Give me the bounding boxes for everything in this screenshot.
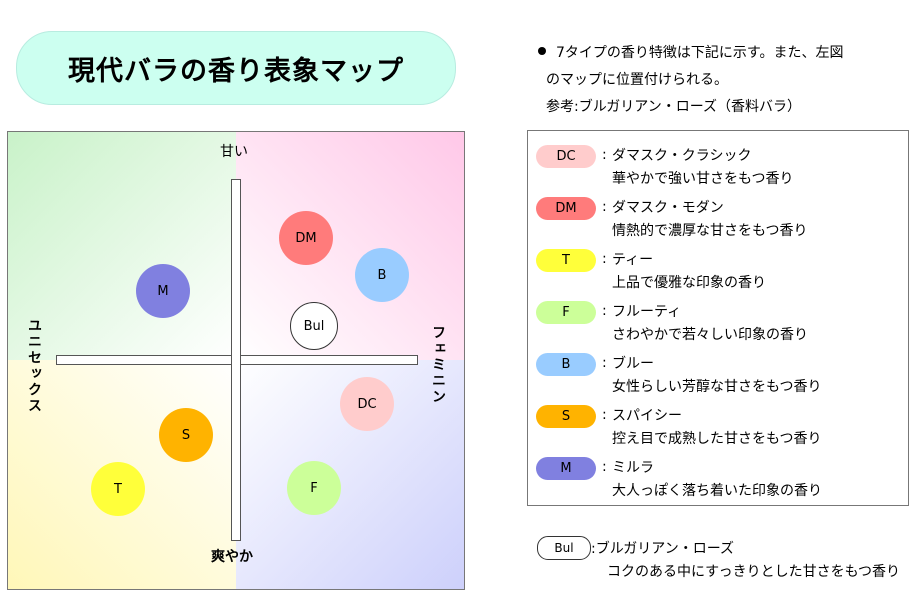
legend-colon: : [602,355,607,371]
legend-chip-bul: Bul [537,536,591,560]
point-s: S [159,408,213,462]
legend-colon: : [602,303,607,319]
intro-line-1: 7タイプの香り特徴は下記に示す。また、左図 [538,40,844,67]
legend-chip: DC [536,145,596,168]
axis-label-bottom: 爽やか [211,549,253,565]
quadrant-top-left [8,132,236,360]
point-dm: DM [279,211,333,265]
legend-chip: M [536,457,596,480]
legend-chip: S [536,405,596,428]
legend-name: スパイシー [612,408,682,424]
point-f: F [287,461,341,515]
intro-line-2: のマップに位置付けられる。 [546,72,728,88]
legend-name: ティー [612,252,654,268]
point-m: M [136,264,190,318]
legend-colon: : [602,199,607,215]
point-t: T [91,462,145,516]
legend-desc: 華やかで強い甘さをもつ香り [612,171,794,187]
legend-desc: 上品で優雅な印象の香り [612,275,766,291]
legend-name: フルーティ [612,304,682,320]
point-bul: Bul [290,302,338,350]
legend-chip: F [536,301,596,324]
intro-text: 7タイプの香り特徴は下記に示す。また、左図 のマップに位置付けられる。 参考:ブ… [538,40,844,121]
page-title: 現代バラの香り表象マップ [16,31,456,105]
intro-line-3: 参考:ブルガリアン・ローズ（香料バラ） [546,99,802,115]
bul-note-desc: コクのある中にすっきりとした甘さをもつ香り [607,564,901,580]
point-dc: DC [340,377,394,431]
legend-chip: DM [536,197,596,220]
axis-label-right: フェミニン [430,325,446,405]
fragrance-map: 甘い 爽やか ユニセックス フェミニン DM B M Bul DC S T F [7,131,465,590]
legend-chip: B [536,353,596,376]
vertical-axis [231,179,241,541]
legend-box: DC : ダマスク・クラシック 華やかで強い甘さをもつ香り DM : ダマスク・… [527,130,909,506]
quadrant-top-right [236,132,464,360]
legend-colon: : [602,459,607,475]
legend-name: ブルー [612,356,654,372]
axis-label-left: ユニセックス [26,318,42,414]
bullet-icon [538,47,546,55]
point-b: B [355,248,409,302]
bul-note-name: :ブルガリアン・ローズ [591,541,735,557]
legend-desc: 女性らしい芳醇な甘さをもつ香り [612,379,822,395]
legend-desc: 情熱的で濃厚な甘さをもつ香り [612,223,808,239]
legend-desc: 大人っぽく落ち着いた印象の香り [612,483,822,499]
legend-name: ミルラ [612,460,654,476]
legend-colon: : [602,251,607,267]
legend-desc: 控え目で成熟した甘さをもつ香り [612,431,822,447]
legend-colon: : [602,147,607,163]
legend-colon: : [602,407,607,423]
axis-label-top: 甘い [220,144,248,160]
legend-name: ダマスク・クラシック [612,148,752,164]
legend-chip: T [536,249,596,272]
legend-desc: さわやかで若々しい印象の香り [612,327,808,343]
legend-name: ダマスク・モダン [612,200,724,216]
